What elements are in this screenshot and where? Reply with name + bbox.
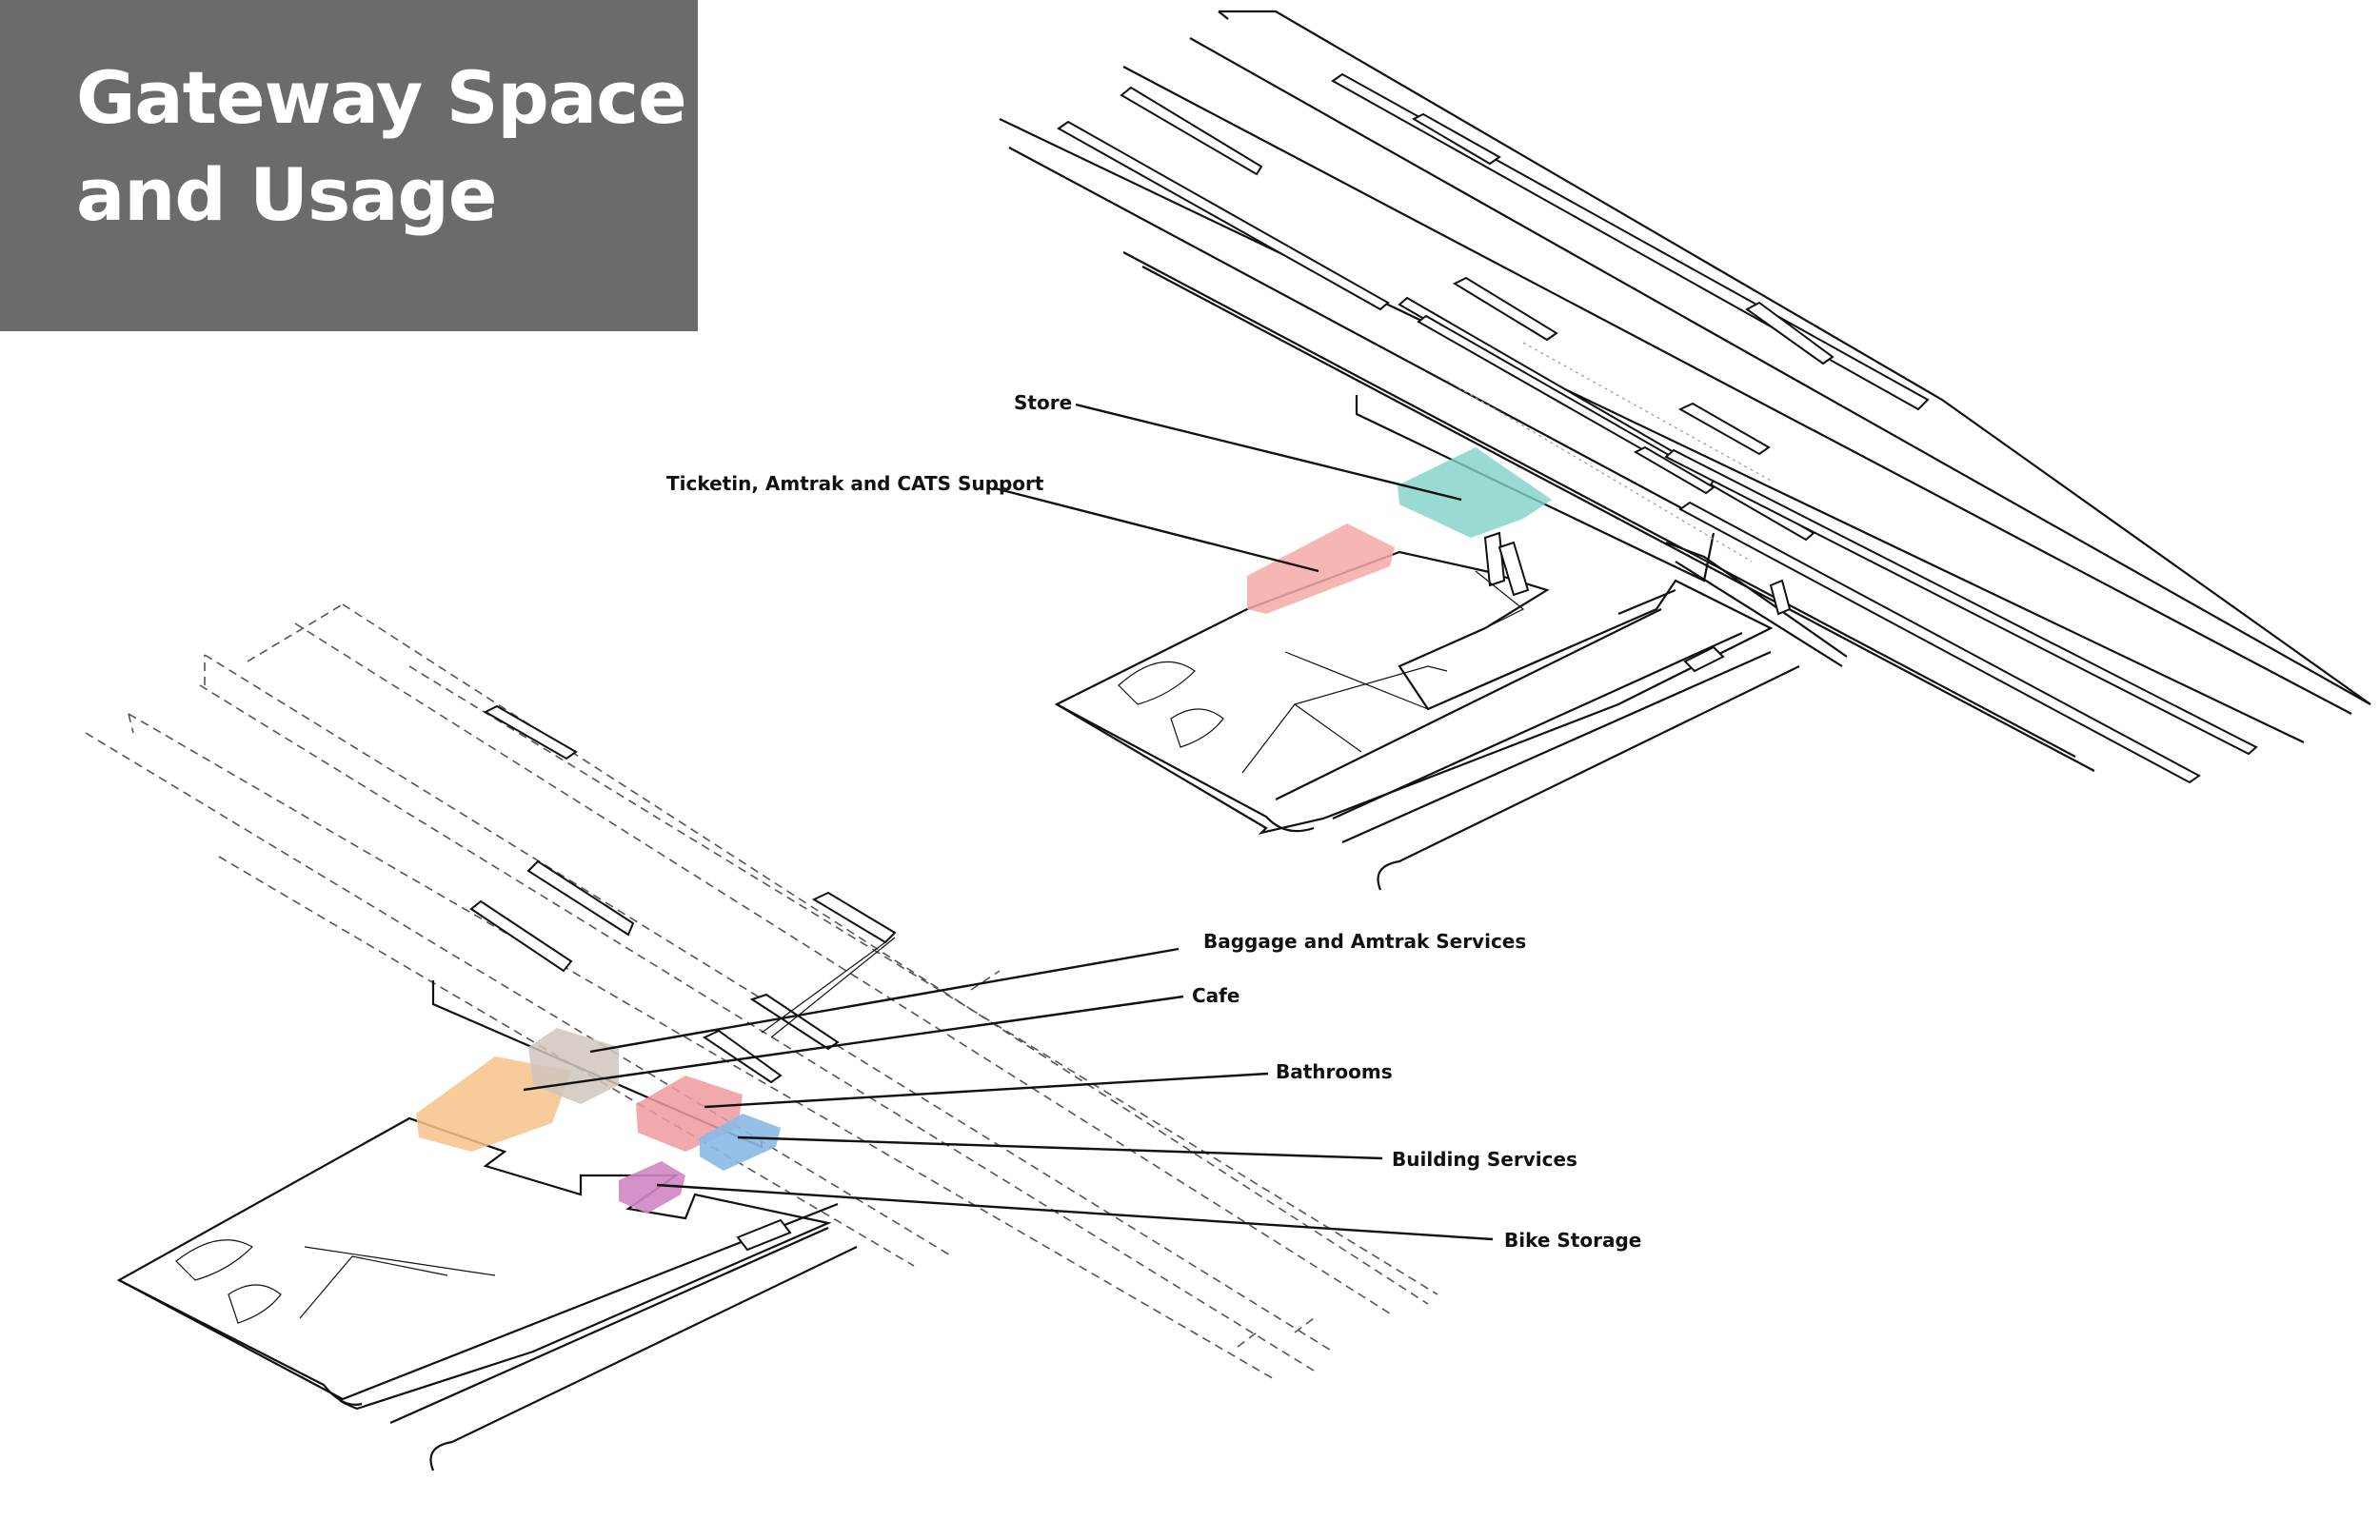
page-title-line-2: and Usage bbox=[76, 152, 497, 237]
label-bike-storage: Bike Storage bbox=[1504, 1229, 1641, 1252]
leader-bike-storage bbox=[656, 1183, 1494, 1241]
cafe-zone bbox=[416, 1056, 571, 1152]
store-zone bbox=[1398, 447, 1552, 538]
leader-cafe bbox=[523, 995, 1184, 1092]
title-block: Gateway Space and Usage bbox=[0, 0, 698, 331]
label-building-services: Building Services bbox=[1392, 1148, 1577, 1171]
leader-bathrooms bbox=[704, 1072, 1269, 1109]
leader-ticketing bbox=[994, 486, 1319, 573]
building-services-zone bbox=[700, 1114, 781, 1171]
page-title-line-1: Gateway Space bbox=[76, 55, 687, 140]
leader-building-services bbox=[737, 1135, 1383, 1160]
label-cafe: Cafe bbox=[1192, 984, 1240, 1007]
leader-store bbox=[1075, 403, 1462, 502]
upper-level-drawing bbox=[999, 10, 2371, 891]
label-bathrooms: Bathrooms bbox=[1276, 1060, 1393, 1083]
lower-level-drawing bbox=[85, 603, 1438, 1471]
ticketing-zone bbox=[1247, 523, 1395, 614]
label-baggage: Baggage and Amtrak Services bbox=[1203, 930, 1526, 953]
leader-baggage bbox=[589, 947, 1180, 1054]
bike-storage-zone bbox=[619, 1161, 685, 1214]
label-ticketing: Ticketin, Amtrak and CATS Support bbox=[666, 472, 1044, 495]
label-store: Store bbox=[1014, 391, 1072, 414]
